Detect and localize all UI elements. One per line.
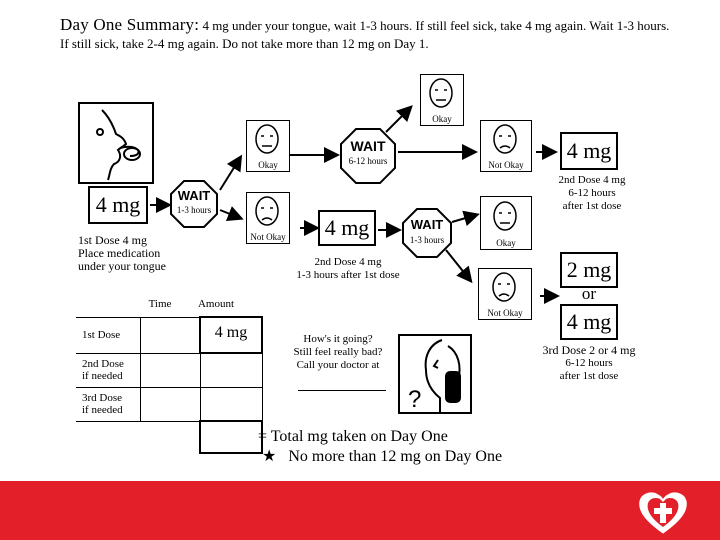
star-icon: ★: [262, 448, 276, 465]
wait-sign-1: WAIT 1-3 hours: [170, 180, 218, 228]
second-dose-caption-2: 1-3 hours after 1st dose: [282, 269, 414, 282]
dose-log-table: 1st Dose 4 mg 2nd Dose if needed 3rd Dos…: [76, 316, 263, 454]
col-amount-header: Amount: [192, 298, 240, 310]
row-1-label-1: 1st Dose: [82, 329, 140, 341]
third-dose-caption-3: after 1st dose: [526, 370, 652, 383]
face-okay-top: Okay: [420, 74, 464, 126]
table-row: 2nd Dose if needed: [76, 353, 262, 387]
second-dose-caption-1: 2nd Dose 4 mg: [282, 256, 414, 269]
amount-cell[interactable]: [200, 353, 262, 387]
face-not-okay-low: Not Okay: [478, 268, 532, 320]
row-label: 3rd Dose if needed: [76, 387, 141, 421]
third-dose-or: or: [560, 286, 618, 302]
face-not-okay-1: Not Okay: [246, 192, 290, 244]
max-label: No more than 12 mg on Day One: [288, 448, 502, 465]
wait-sign-2: WAIT 6-12 hours: [340, 128, 396, 184]
row-3-label-1: 3rd Dose: [82, 392, 140, 404]
amount-cell[interactable]: 4 mg: [200, 317, 262, 353]
face-okay-1: Okay: [246, 120, 290, 172]
face-not-okay-1-label: Not Okay: [247, 232, 289, 242]
mouth-illustration: [78, 102, 154, 184]
third-dose-amount-a: 2 mg: [567, 257, 612, 283]
wait-sign-3: WAIT 1-3 hours: [402, 208, 452, 258]
wait-2-word: WAIT: [340, 138, 396, 154]
second-dose-top-caption: 2nd Dose 4 mg 6-12 hours after 1st dose: [540, 174, 644, 213]
wait-3-time: 1-3 hours: [402, 235, 452, 245]
first-dose-caption-3: under your tongue: [78, 260, 198, 273]
neutral-face-icon: [421, 75, 462, 115]
help-line-1: How's it going?: [286, 333, 390, 346]
first-dose-amount: 4 mg: [96, 192, 141, 218]
second-dose-caption: 2nd Dose 4 mg 1-3 hours after 1st dose: [282, 256, 414, 282]
face-not-okay-top: Not Okay: [480, 120, 532, 172]
total-label: = Total mg taken on Day One: [258, 428, 448, 446]
table-row: 1st Dose 4 mg: [76, 317, 262, 353]
total-cell[interactable]: [200, 421, 262, 453]
sad-face-icon: [481, 121, 530, 161]
neutral-face-icon: [247, 121, 288, 161]
wait-1-time: 1-3 hours: [170, 205, 218, 215]
face-okay-top-label: Okay: [421, 114, 463, 124]
time-cell[interactable]: [141, 353, 201, 387]
face-okay-mid-label: Okay: [481, 238, 531, 248]
second-dose-top-caption-2: 6-12 hours: [540, 187, 644, 200]
row-3-label-2: if needed: [82, 404, 140, 416]
col-time-header: Time: [136, 298, 184, 310]
row-label: 1st Dose: [76, 317, 141, 353]
phone-illustration: ?: [398, 334, 472, 414]
face-not-okay-low-label: Not Okay: [479, 308, 531, 318]
second-dose-top-box: 4 mg: [560, 132, 618, 170]
sad-face-icon: [479, 269, 530, 309]
first-dose-box: 4 mg: [88, 186, 148, 224]
wait-1-word: WAIT: [170, 188, 218, 203]
stop-octagon-icon: [402, 208, 452, 258]
help-text: How's it going? Still feel really bad? C…: [286, 333, 390, 372]
row-label: 2nd Dose if needed: [76, 353, 141, 387]
face-okay-mid: Okay: [480, 196, 532, 250]
wait-2-time: 6-12 hours: [340, 156, 396, 166]
wait-3-word: WAIT: [402, 217, 452, 232]
time-cell[interactable]: [141, 387, 201, 421]
second-dose-top-caption-1: 2nd Dose 4 mg: [540, 174, 644, 187]
row-2-label-1: 2nd Dose: [82, 358, 140, 370]
neutral-face-icon: [481, 197, 530, 239]
question-mark: ?: [408, 386, 421, 414]
row-1-amount: 4 mg: [215, 324, 247, 341]
table-row: 3rd Dose if needed: [76, 387, 262, 421]
third-dose-amount-b: 4 mg: [567, 309, 612, 335]
table-row: [76, 421, 262, 453]
third-dose-box-a: 2 mg: [560, 252, 618, 288]
mouth-tongue-icon: [80, 104, 152, 182]
amount-cell[interactable]: [200, 387, 262, 421]
third-dose-box-b: 4 mg: [560, 304, 618, 340]
row-2-label-2: if needed: [82, 370, 140, 382]
phone-number-line: [298, 390, 386, 391]
third-dose-caption-2: 6-12 hours: [526, 357, 652, 370]
first-dose-caption: 1st Dose 4 mg Place medication under you…: [78, 234, 198, 273]
time-cell[interactable]: [141, 317, 201, 353]
second-dose-top-amount: 4 mg: [567, 138, 612, 164]
sad-face-icon: [247, 193, 288, 233]
second-dose-amount: 4 mg: [325, 215, 370, 241]
help-line-3: Call your doctor at: [286, 359, 390, 372]
footer-band: [0, 481, 720, 540]
help-line-2: Still feel really bad?: [286, 346, 390, 359]
face-okay-1-label: Okay: [247, 160, 289, 170]
face-not-okay-top-label: Not Okay: [481, 160, 531, 170]
third-dose-caption: 3rd Dose 2 or 4 mg 6-12 hours after 1st …: [526, 344, 652, 383]
max-note: ★ No more than 12 mg on Day One: [262, 448, 502, 466]
second-dose-box: 4 mg: [318, 210, 376, 246]
third-dose-caption-1: 3rd Dose 2 or 4 mg: [526, 344, 652, 357]
heart-cross-logo-icon: [636, 489, 690, 535]
second-dose-top-caption-3: after 1st dose: [540, 200, 644, 213]
